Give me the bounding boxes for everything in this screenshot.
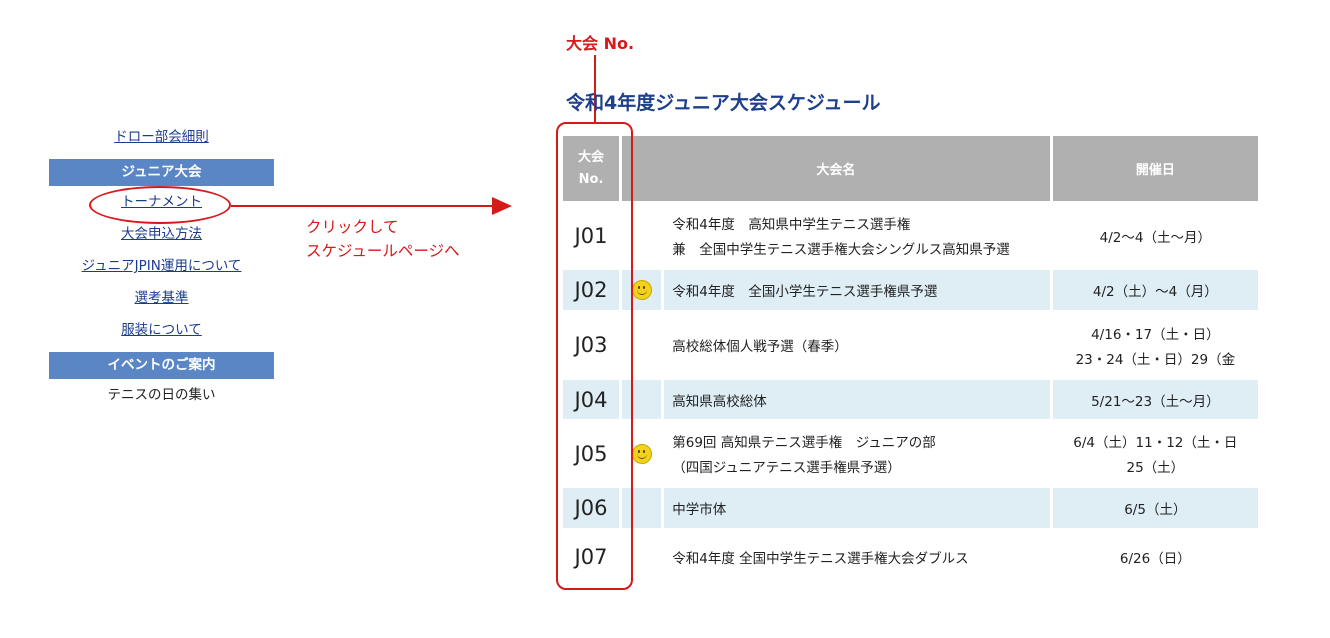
schedule-body: J01 令和4年度 高知県中学生テニス選手権兼 全国中学生テニス選手権大会シングル… xyxy=(563,204,1258,569)
sidebar-link-entry-method[interactable]: 大会申込方法 xyxy=(121,226,202,242)
smiley-icon xyxy=(631,443,652,464)
cell-no: J02 xyxy=(563,270,620,310)
callout-text-line1: クリックして xyxy=(306,218,399,236)
cell-no: J06 xyxy=(563,488,620,528)
cell-icon xyxy=(622,380,662,419)
column-highlight-box xyxy=(556,122,633,590)
cell-name: 中学市体 xyxy=(664,488,1050,528)
tournament-date-line1: 4/2〜4（土〜月） xyxy=(1099,229,1211,246)
tournament-name-line1: 中学市体 xyxy=(672,502,727,518)
callout-text: クリックして スケジュールページへ xyxy=(306,215,460,263)
tournament-no: J02 xyxy=(574,278,608,302)
cell-date: 6/5（土） xyxy=(1052,488,1258,528)
cell-no: J05 xyxy=(563,422,619,485)
schedule-table: 大会 No. 大会名 開催日 J01 令和4年度 高知県中学生テニス選手権兼 全国… xyxy=(563,136,1261,569)
cell-no: J01 xyxy=(563,204,619,267)
cell-date: 4/2〜4（土〜月） xyxy=(1053,204,1258,267)
tournament-date-line1: 6/26（日） xyxy=(1119,551,1191,567)
callout-text-line2: スケジュールページへ xyxy=(306,242,460,260)
cell-name: 高知県高校総体 xyxy=(664,380,1050,419)
tournament-name-line1: 令和4年度 全国小学生テニス選手権県予選 xyxy=(672,284,938,300)
tournament-name-line1: 高校総体個人戦予選（春季） xyxy=(672,339,848,355)
cell-date: 6/4（土）11・12（土・日 25（土） xyxy=(1053,422,1258,485)
tournament-name-line1: 令和4年度 全国中学生テニス選手権大会ダブルス xyxy=(672,551,969,567)
tournament-name-line2: 兼 全国中学生テニス選手権大会シングルス高知県予選 xyxy=(672,242,1010,258)
callout-oval-highlight xyxy=(89,186,231,224)
cell-name: 令和4年度 高知県中学生テニス選手権兼 全国中学生テニス選手権大会シングルス高知… xyxy=(664,204,1049,267)
sidebar-link-dress-code[interactable]: 服装について xyxy=(121,322,202,338)
tournament-no: J04 xyxy=(574,387,608,412)
sidebar-header-event: イベントのご案内 xyxy=(49,352,274,379)
column-label-line xyxy=(594,55,596,123)
header-name: 大会名 xyxy=(622,136,1050,201)
sidebar-header-junior: ジュニア大会 xyxy=(49,159,274,186)
schedule-title: 令和4年度ジュニア大会スケジュール xyxy=(566,92,881,114)
header-date: 開催日 xyxy=(1052,136,1258,201)
sidebar-item-tennis-day: テニスの日の集い xyxy=(107,387,216,403)
cell-name: 令和4年度 全国中学生テニス選手権大会ダブルス xyxy=(664,531,1049,569)
tournament-date-line1: 5/21〜23（土〜月） xyxy=(1091,393,1220,410)
tournament-name-line1: 高知県高校総体 xyxy=(672,393,767,410)
tournament-no: J03 xyxy=(574,333,608,357)
tournament-date-line1: 4/2（土）〜4（月） xyxy=(1092,284,1218,300)
tournament-name-line1: 令和4年度 高知県中学生テニス選手権 xyxy=(672,217,911,233)
sidebar-link-draw-rules[interactable]: ドロー部会細則 xyxy=(114,129,209,145)
tournament-date-line2: 23・24（土・日）29（金 xyxy=(1075,351,1236,368)
table-row: J03 高校総体個人戦予選（春季） 4/16・17（土・日） 23・24（土・日）29… xyxy=(563,313,1258,377)
tournament-no: J05 xyxy=(574,441,608,466)
tournament-date-line2: 25（土） xyxy=(1126,460,1185,476)
cell-no: J03 xyxy=(563,313,619,377)
table-row: J07 令和4年度 全国中学生テニス選手権大会ダブルス 6/26（日） xyxy=(563,531,1258,569)
cell-name: 第69回 高知県テニス選手権 ジュニアの部 （四国ジュニアテニス選手権県予選） xyxy=(664,422,1049,485)
arrow-head-icon xyxy=(492,197,512,215)
cell-date: 6/26（日） xyxy=(1053,531,1258,569)
tournament-no: J01 xyxy=(574,223,608,248)
tournament-no: J07 xyxy=(574,545,608,569)
tournament-date-line1: 6/5（土） xyxy=(1124,502,1187,518)
table-row: J06 中学市体 6/5（土） xyxy=(563,488,1258,528)
cell-date: 4/2（土）〜4（月） xyxy=(1052,270,1258,310)
cell-no: J04 xyxy=(563,380,620,419)
table-header-row: 大会 No. 大会名 開催日 xyxy=(563,136,1258,201)
header-no: 大会 No. xyxy=(563,136,620,201)
table-row: J01 令和4年度 高知県中学生テニス選手権兼 全国中学生テニス選手権大会シングル… xyxy=(563,204,1258,267)
table-row: J05 第69回 高知県テニス選手権 ジュニアの部 （四国ジュニアテニス選手権県予選… xyxy=(563,422,1258,485)
header-no-line1: 大会 xyxy=(578,149,605,165)
table-row: J02 令和4年度 全国小学生テニス選手権県予選 4/2（土）〜4（月） xyxy=(563,270,1258,310)
column-label: 大会 No. xyxy=(566,34,635,53)
cell-name: 令和4年度 全国小学生テニス選手権県予選 xyxy=(664,270,1050,310)
sidebar-link-selection-criteria[interactable]: 選考基準 xyxy=(134,290,189,306)
sidebar-link-jpin[interactable]: ジュニアJPIN運用について xyxy=(81,258,242,274)
schedule-table-wrap: 大会 No. 大会名 開催日 J01 令和4年度 高知県中学生テニス選手権兼 全国… xyxy=(563,136,1261,569)
tournament-name-line1: 第69回 高知県テニス選手権 ジュニアの部 xyxy=(672,435,936,451)
cell-no: J07 xyxy=(563,531,619,569)
tournament-name-line2: （四国ジュニアテニス選手権県予選） xyxy=(672,460,901,476)
tournament-date-line1: 4/16・17（土・日） xyxy=(1091,326,1220,343)
smiley-icon xyxy=(631,280,652,300)
cell-date: 4/16・17（土・日） 23・24（土・日）29（金 xyxy=(1053,313,1258,377)
tournament-no: J06 xyxy=(574,496,608,520)
tournament-date-line1: 6/4（土）11・12（土・日 xyxy=(1073,435,1238,451)
cell-name: 高校総体個人戦予選（春季） xyxy=(664,313,1049,377)
cell-date: 5/21〜23（土〜月） xyxy=(1052,380,1258,419)
arrow-line xyxy=(231,205,493,207)
cell-icon xyxy=(622,488,662,528)
table-row: J04 高知県高校総体 5/21〜23（土〜月） xyxy=(563,380,1258,419)
header-no-line2: No. xyxy=(578,171,604,187)
sidebar-nav: ドロー部会細則 ジュニア大会 トーナメント 大会申込方法 ジュニアJPIN運用に… xyxy=(49,127,274,405)
cell-icon xyxy=(622,270,662,310)
